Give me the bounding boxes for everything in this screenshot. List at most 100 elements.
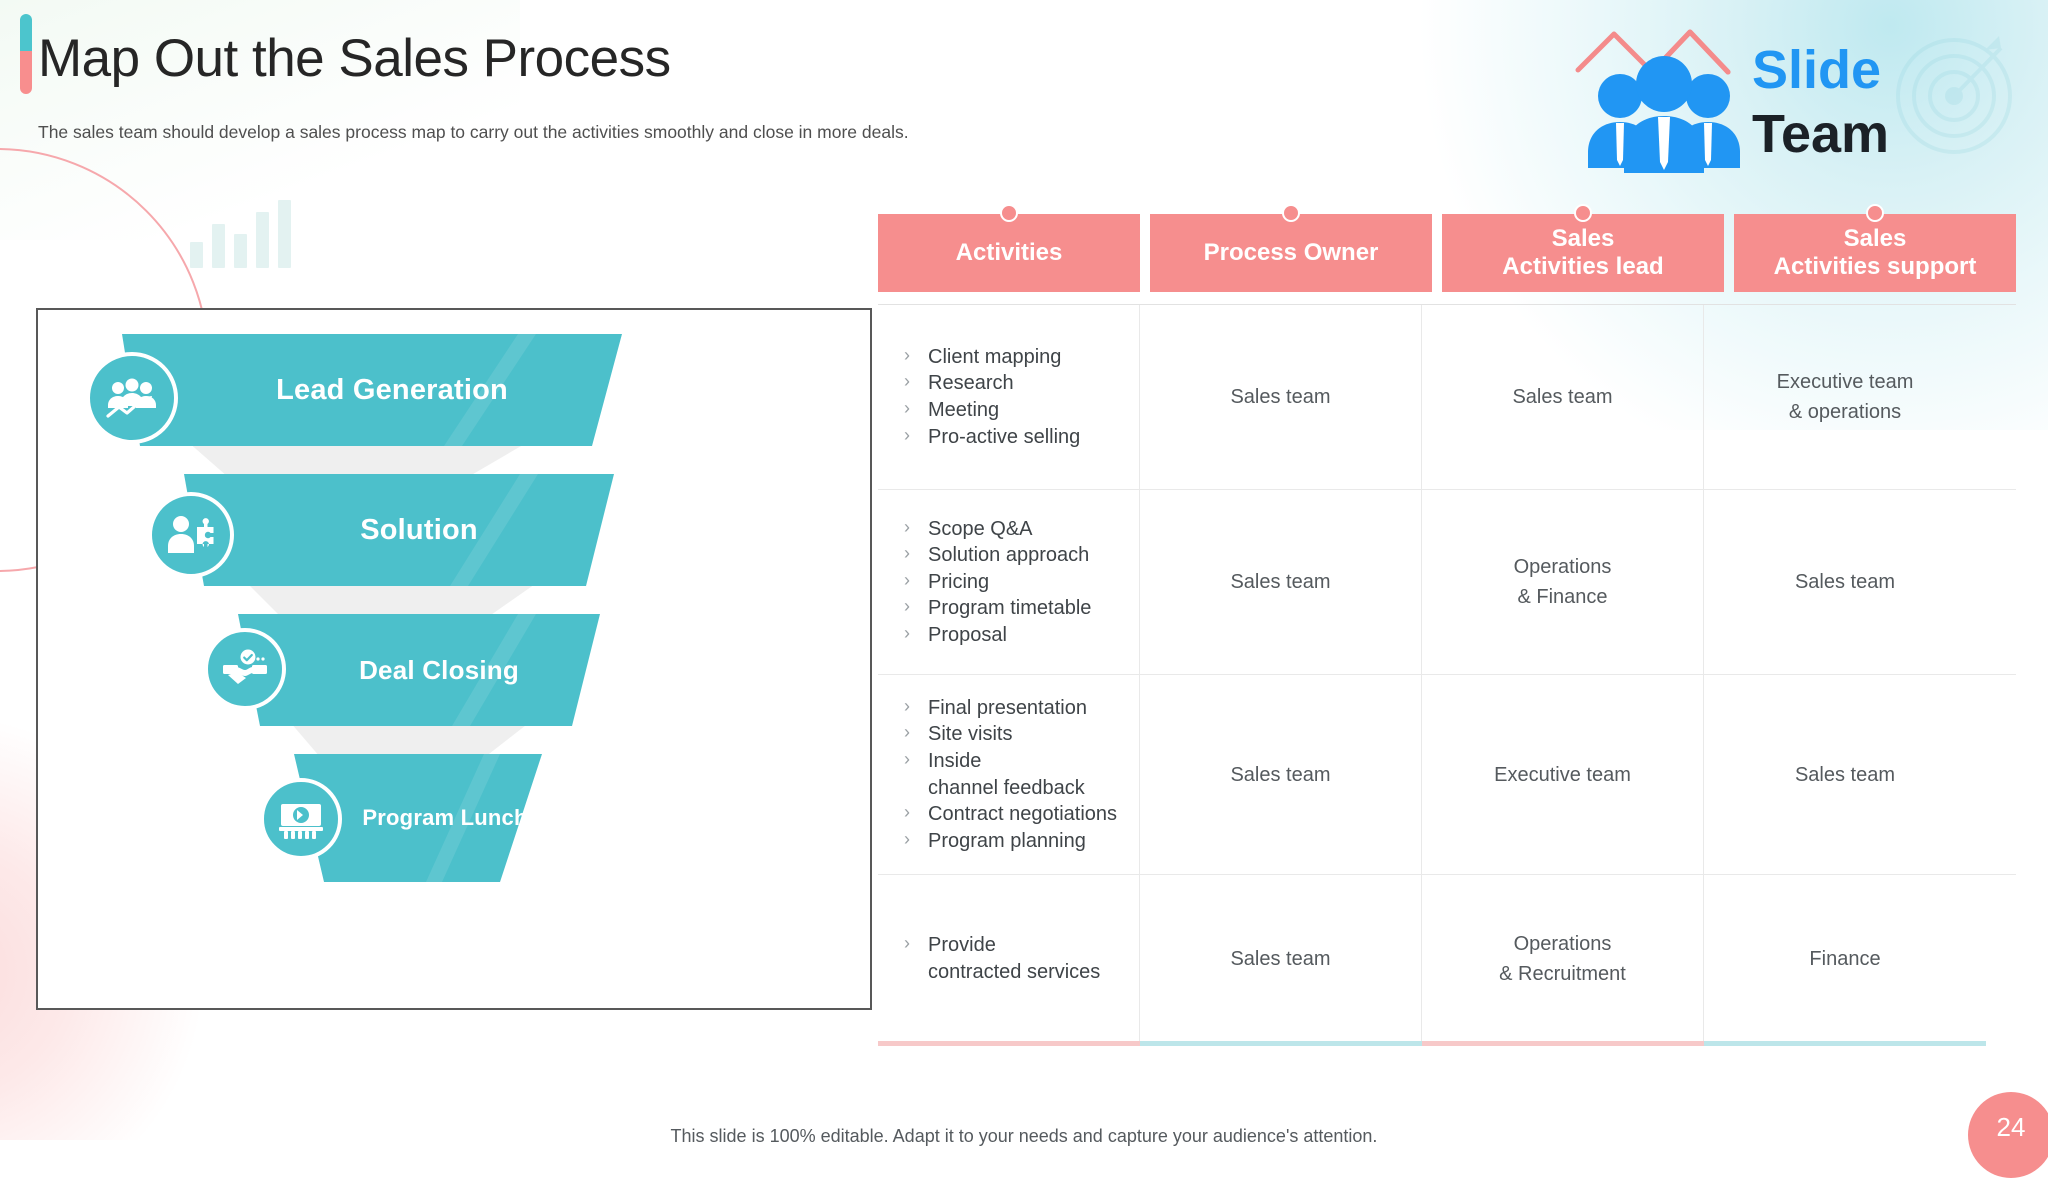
activity-item: › Client mapping xyxy=(892,344,1080,371)
activity-label: Provide contracted services xyxy=(928,934,1101,983)
accent-bar xyxy=(20,14,32,94)
funnel-band-1 xyxy=(122,334,622,446)
activity-item: › Final presentation xyxy=(892,695,1117,722)
table-header-1[interactable]: Activities xyxy=(878,204,1140,292)
funnel-band-4 xyxy=(294,754,542,882)
funnel-band-3 xyxy=(238,614,600,726)
funnel-stage-1[interactable]: Lead Generation xyxy=(122,334,622,446)
activity-list: › Client mapping › Research › Meeting › Pro-act… xyxy=(892,344,1080,450)
activity-label: Client mapping xyxy=(928,345,1062,368)
activity-item: › Research xyxy=(892,370,1080,397)
header-connector-dot xyxy=(1000,204,1018,222)
target-rings-icon xyxy=(1896,36,2012,154)
table-bottom-accent xyxy=(878,1041,2016,1046)
table-bottom-accent-segment xyxy=(1422,1041,1704,1046)
footer-note: This slide is 100% editable. Adapt it to… xyxy=(670,1126,1378,1146)
activity-item: › Pro-active selling xyxy=(892,424,1080,451)
activity-label: Meeting xyxy=(928,399,1000,421)
cell-process-owner: Sales team xyxy=(1140,875,1422,1043)
table-header-label: Process Owner xyxy=(1203,238,1379,266)
cell-activities-lead: Executive team xyxy=(1422,675,1704,874)
logo-word-slide: Slide xyxy=(1752,40,1881,100)
activity-label: Scope Q&A xyxy=(928,517,1033,540)
chevron-right-icon: › xyxy=(904,748,910,769)
table-row: › Scope Q&A › Solution approach › Pricing › Pro… xyxy=(878,490,2016,675)
cell-process-owner: Sales team xyxy=(1140,305,1422,489)
activity-item: › Provide contracted services xyxy=(892,932,1100,985)
cell-activities: › Scope Q&A › Solution approach › Pricing › Pro… xyxy=(878,490,1140,674)
cell-activities: › Final presentation › Site visits›Inside c… xyxy=(878,675,1140,874)
activity-label: Contract negotiations xyxy=(928,803,1118,826)
funnel-band-2 xyxy=(184,474,614,586)
activity-label: Solution approach xyxy=(928,544,1090,567)
slideteam-logo: Slide Team xyxy=(1556,10,2026,185)
header-connector-dot xyxy=(1574,204,1592,222)
delivery-truck-icon xyxy=(260,778,342,860)
cell-process-owner: Sales team xyxy=(1140,490,1422,674)
table-header-label: Activities xyxy=(955,238,1063,266)
decorative-bar xyxy=(234,234,247,268)
activity-label: Program timetable xyxy=(928,597,1092,620)
activity-label: Proposal xyxy=(928,623,1007,646)
page-subtitle: The sales team should develop a sales pr… xyxy=(38,122,909,142)
table-header-2[interactable]: Process Owner xyxy=(1150,204,1432,292)
chevron-right-icon: › xyxy=(904,933,910,954)
chevron-right-icon: › xyxy=(904,722,910,743)
activity-list: › Scope Q&A › Solution approach › Pricing › Pro… xyxy=(892,516,1091,649)
cell-activities: › Client mapping › Research › Meeting › Pro-act… xyxy=(878,305,1140,489)
header-connector-dot xyxy=(1866,204,1884,222)
funnel-stage-2[interactable]: Solution xyxy=(184,474,614,586)
page-title: Map Out the Sales Process xyxy=(38,29,671,88)
cell-activities-support: Finance xyxy=(1809,948,1881,970)
table-header-label: Sales Activities lead xyxy=(1502,224,1664,280)
table-bottom-accent-segment xyxy=(1140,1041,1422,1046)
decorative-bar xyxy=(190,242,203,268)
activity-item: › Program planning xyxy=(892,828,1117,855)
decorative-bar xyxy=(256,212,269,268)
decorative-bar xyxy=(278,200,291,268)
activity-item: › Solution approach xyxy=(892,542,1091,569)
chevron-right-icon: › xyxy=(904,543,910,564)
activity-item: ›Inside channel feedback xyxy=(892,748,1117,801)
table-row: › Final presentation › Site visits›Inside c… xyxy=(878,675,2016,875)
activity-label: Site visits xyxy=(928,723,1013,746)
chevron-right-icon: › xyxy=(904,802,910,823)
cell-activities-support: Sales team xyxy=(1794,571,1896,593)
chevron-right-icon: › xyxy=(904,398,910,418)
cell-activities-lead: Operations & Finance xyxy=(1422,490,1704,674)
activity-label: Final presentation xyxy=(928,696,1087,719)
activity-label: Pro-active selling xyxy=(928,425,1081,448)
chevron-right-icon: › xyxy=(904,695,910,716)
table-bottom-accent-segment xyxy=(1704,1041,1986,1046)
chevron-right-icon: › xyxy=(904,424,910,445)
activity-list: › Final presentation › Site visits›Inside c… xyxy=(892,695,1117,855)
cell-process-owner: Sales team xyxy=(1140,675,1422,874)
table-header-4[interactable]: Sales Activities support xyxy=(1734,204,2016,292)
activity-list: › Provide contracted services xyxy=(892,932,1100,985)
activity-label: Research xyxy=(928,372,1014,395)
people-growth-icon xyxy=(86,352,178,444)
chevron-right-icon: › xyxy=(904,622,910,643)
activity-label: Program planning xyxy=(928,829,1086,852)
chevron-right-icon: › xyxy=(904,371,910,392)
activity-item: › Scope Q&A xyxy=(892,516,1091,543)
chevron-right-icon: › xyxy=(904,828,910,849)
decorative-bar xyxy=(212,224,225,268)
funnel-stage-3[interactable]: Deal Closing xyxy=(238,614,600,726)
chevron-right-icon: › xyxy=(904,516,910,537)
logo-word-team: Team xyxy=(1752,104,1889,164)
chevron-right-icon: › xyxy=(904,569,910,590)
table-header-label: Sales Activities support xyxy=(1773,224,1977,280)
activity-label: Pricing xyxy=(928,570,990,593)
sales-funnel-panel: Lead Generation Solution xyxy=(36,308,872,1010)
decorative-bar-chart-icon xyxy=(190,196,296,268)
process-table: › Client mapping › Research › Meeting › Pro-act… xyxy=(878,304,2016,1043)
activity-item: › Pricing xyxy=(892,569,1091,596)
cell-activities-support: Executive team & operations xyxy=(1776,371,1914,423)
activity-item: › Contract negotiations xyxy=(892,801,1117,828)
handshake-check-icon xyxy=(204,628,286,710)
page-number-badge: 24 xyxy=(1968,1092,2048,1178)
table-header-3[interactable]: Sales Activities lead xyxy=(1442,204,1724,292)
chevron-right-icon: › xyxy=(904,344,910,365)
